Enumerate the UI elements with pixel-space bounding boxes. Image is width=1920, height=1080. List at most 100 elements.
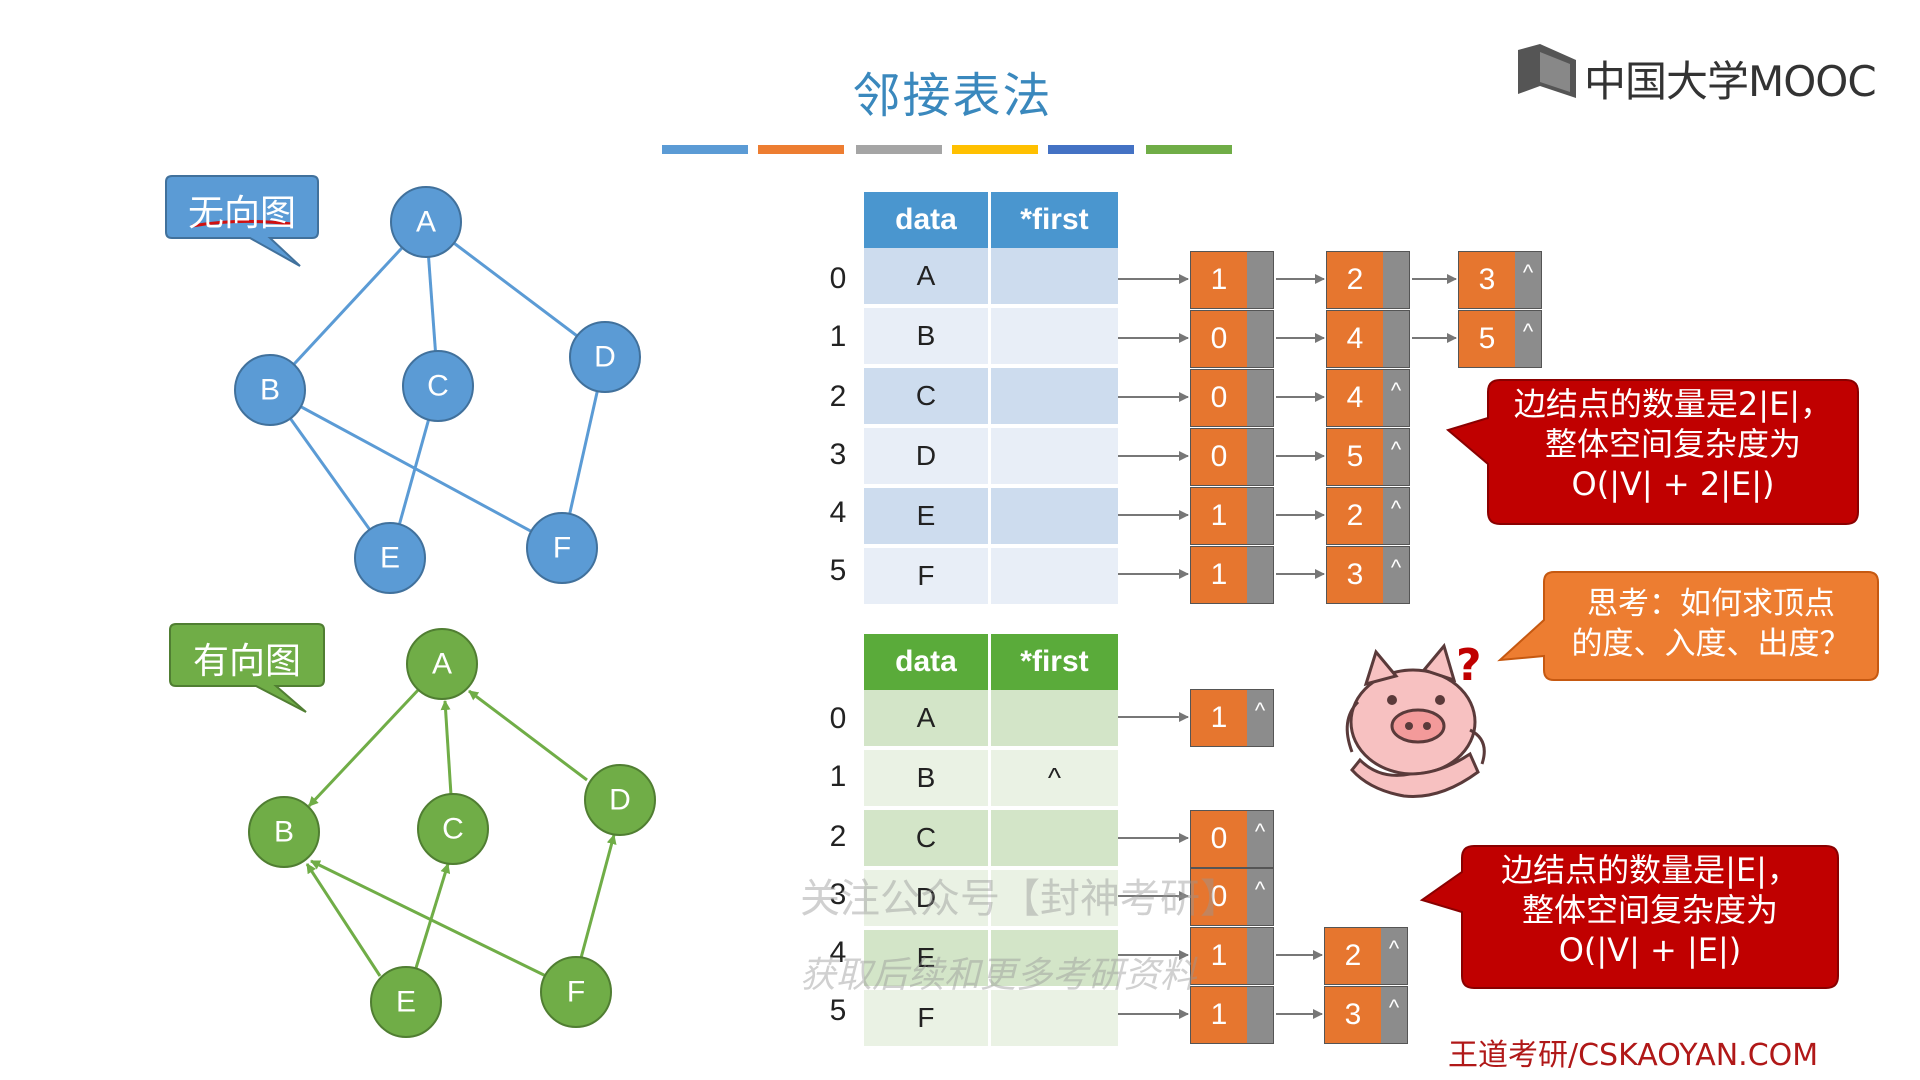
table-cell-data: D xyxy=(864,428,991,488)
svg-text:A: A xyxy=(432,648,452,681)
mooc-logo-icon xyxy=(1518,44,1576,98)
edge-node: 1^ xyxy=(1190,689,1274,747)
table-header-data: data xyxy=(864,634,991,690)
pig-icon xyxy=(1345,642,1486,798)
svg-text:B: B xyxy=(274,816,294,849)
node-E: E xyxy=(370,966,442,1038)
directed-arcs xyxy=(305,686,617,980)
arc-E-C xyxy=(414,863,451,969)
undirected-callout-text: 边结点的数量是2|E|， 整体空间复杂度为 O(|V| + 2|E|) xyxy=(1513,385,1833,503)
table-cell-first xyxy=(990,248,1118,308)
node-B: B xyxy=(248,796,320,868)
footer-text: 王道考研/CSKAOYAN.COM xyxy=(1448,1038,1819,1073)
undirected-tag xyxy=(165,175,319,267)
table-cell-first xyxy=(990,690,1118,750)
table-row: C xyxy=(864,810,1118,870)
edge-A-D xyxy=(425,220,606,359)
color-bar-segment xyxy=(1048,145,1134,154)
edge-node: 0^ xyxy=(1190,868,1274,926)
node-A: A xyxy=(390,186,462,258)
edge-node: 0^ xyxy=(1190,810,1274,868)
table-row: B^ xyxy=(864,750,1118,810)
table-row: F xyxy=(864,548,1118,608)
row-index: 5 xyxy=(829,554,847,587)
table-cell-data: E xyxy=(864,488,991,548)
think-callout-text: 思考：如何求顶点 的度、入度、出度？ xyxy=(1571,586,1851,663)
row-index: 1 xyxy=(829,760,847,793)
edge-node: 4^ xyxy=(1326,369,1410,427)
node-E: E xyxy=(354,522,426,594)
node-F: F xyxy=(526,512,598,584)
arc-F-D xyxy=(579,834,617,959)
edge-node: 2 xyxy=(1326,251,1410,309)
table-cell-first xyxy=(990,990,1118,1050)
node-A: A xyxy=(406,628,478,700)
node-D: D xyxy=(569,321,641,393)
row-index: 0 xyxy=(829,702,847,735)
row-index: 4 xyxy=(829,936,847,969)
edge-node: 5^ xyxy=(1458,310,1542,368)
table-row: B xyxy=(864,308,1118,368)
table-row: C xyxy=(864,368,1118,428)
color-bar-segment xyxy=(758,145,844,154)
table-cell-first: ^ xyxy=(990,750,1118,810)
watermark-line-2: 获取后续和更多考研资料 xyxy=(800,955,1197,996)
table-row: F xyxy=(864,990,1118,1050)
table-cell-data: A xyxy=(864,690,991,750)
svg-text:B: B xyxy=(260,374,280,407)
mooc-logo-text: 中国大学MOOC xyxy=(1584,57,1877,106)
arc-E-B xyxy=(305,863,382,977)
table-cell-first xyxy=(990,488,1118,548)
svg-text:F: F xyxy=(567,976,585,1009)
table-header-first: *first xyxy=(990,634,1118,690)
row-index: 0 xyxy=(829,262,847,295)
svg-text:F: F xyxy=(553,532,571,565)
svg-text:A: A xyxy=(416,206,436,239)
arc-D-A xyxy=(468,689,588,782)
edge-node: 0 xyxy=(1190,310,1274,368)
edge-node: 3^ xyxy=(1326,546,1410,604)
slide-title: 邻接表法 xyxy=(852,68,1053,124)
watermark-line-1: 关注公众号【封神考研】 xyxy=(800,876,1240,922)
row-index: 2 xyxy=(829,820,847,853)
table-cell-data: C xyxy=(864,810,991,870)
table-cell-data: C xyxy=(864,368,991,428)
directed-tag xyxy=(169,623,325,713)
table-row: E xyxy=(864,488,1118,548)
table-header-first: *first xyxy=(990,192,1118,248)
node-D: D xyxy=(584,764,656,836)
directed-vertex-table: data *first A B^ C D E F xyxy=(864,634,1118,1050)
edge-node: 2^ xyxy=(1324,927,1408,985)
table-cell-first xyxy=(990,368,1118,428)
edge-node: 1 xyxy=(1190,927,1274,985)
svg-text:D: D xyxy=(609,784,631,817)
table-row: D xyxy=(864,870,1118,930)
edge-node: 1 xyxy=(1190,986,1274,1044)
table-header-data: data xyxy=(864,192,991,248)
node-C: C xyxy=(417,793,489,865)
arc-F-B xyxy=(310,859,551,980)
table-cell-first xyxy=(990,428,1118,488)
svg-text:E: E xyxy=(396,986,416,1019)
table-cell-data: A xyxy=(864,248,991,308)
table-row: A xyxy=(864,690,1118,750)
directed-nodes: A B C D E F xyxy=(248,628,656,1038)
arc-A-B xyxy=(307,686,422,808)
edge-node: 1 xyxy=(1190,546,1274,604)
directed-callout-text: 边结点的数量是|E|， 整体空间复杂度为 O(|V| + |E|) xyxy=(1501,851,1799,969)
table-cell-data: F xyxy=(864,990,991,1050)
table-cell-first xyxy=(990,308,1118,368)
svg-text:C: C xyxy=(442,813,464,846)
directed-tag-label: 有向图 xyxy=(192,641,301,682)
row-index: 3 xyxy=(829,878,847,911)
color-bar-segment xyxy=(662,145,748,154)
undirected-callout xyxy=(1445,379,1859,525)
table-cell-data: B xyxy=(864,308,991,368)
edge-node: 1 xyxy=(1190,487,1274,545)
undirected-tag-label: 无向图 xyxy=(187,193,296,234)
table-cell-data: F xyxy=(864,548,991,608)
table-cell-first xyxy=(990,930,1118,990)
svg-text:D: D xyxy=(594,341,616,374)
